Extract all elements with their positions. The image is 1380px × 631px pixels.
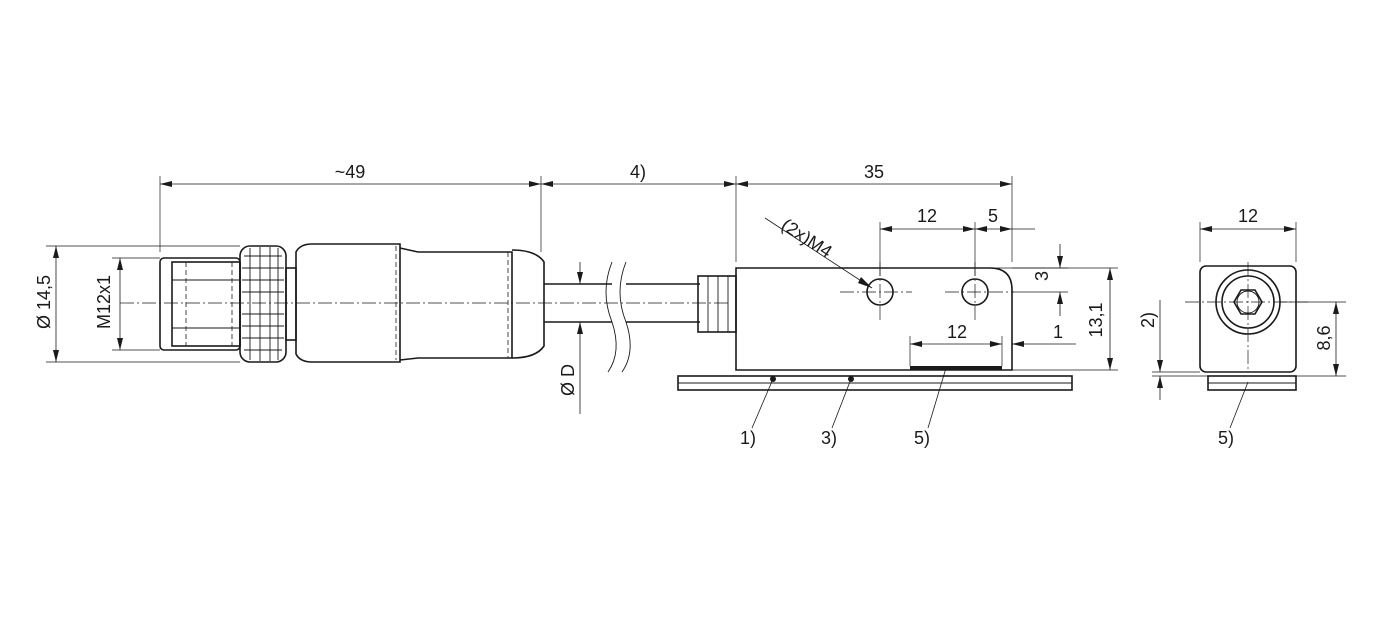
dim-hole-edge-offset: 5 bbox=[988, 206, 998, 226]
dimension-labels: ~49 4) 35 12 5 (2x)M4 3 13,1 1 12 Ø 14,5… bbox=[34, 162, 1334, 396]
dimension-lines bbox=[46, 176, 1346, 429]
knurled-ring bbox=[239, 245, 287, 363]
dim-side-gap: 2) bbox=[1138, 312, 1158, 328]
dim-sensor-height: 13,1 bbox=[1086, 302, 1106, 337]
thread-callout: (2x)M4 bbox=[778, 215, 836, 262]
callout-5: 5) bbox=[914, 428, 930, 448]
mounting-hole-1 bbox=[866, 278, 894, 306]
dim-thread-size: M12x1 bbox=[94, 275, 114, 329]
callout-3: 3) bbox=[821, 428, 837, 448]
connector-grip bbox=[295, 243, 401, 363]
dim-pad-length: 12 bbox=[947, 322, 967, 342]
dim-side-width: 12 bbox=[1238, 206, 1258, 226]
dim-sensor-length: 35 bbox=[864, 162, 884, 182]
sensor-side-view bbox=[1199, 265, 1297, 391]
mounting-hole-2 bbox=[961, 278, 989, 306]
dim-hole-spacing: 12 bbox=[917, 206, 937, 226]
callout-1: 1) bbox=[740, 428, 756, 448]
dim-diameter-connector: Ø 14,5 bbox=[34, 275, 54, 329]
m12-connector bbox=[159, 243, 545, 363]
dim-cable-length: 4) bbox=[630, 162, 646, 182]
cable bbox=[544, 261, 737, 373]
sensor-body bbox=[677, 267, 1073, 391]
dim-cable-diameter: Ø D bbox=[558, 364, 578, 396]
dim-bottom-offset: 1 bbox=[1053, 322, 1063, 342]
dim-side-height: 8,6 bbox=[1314, 325, 1334, 350]
dim-hole-height: 3 bbox=[1032, 271, 1052, 281]
strain-relief bbox=[697, 275, 737, 333]
callout-5-side: 5) bbox=[1218, 428, 1234, 448]
callout-labels: 1) 3) 5) 5) bbox=[740, 428, 1234, 448]
center-lines bbox=[120, 262, 1308, 372]
dim-connector-length: ~49 bbox=[335, 162, 366, 182]
